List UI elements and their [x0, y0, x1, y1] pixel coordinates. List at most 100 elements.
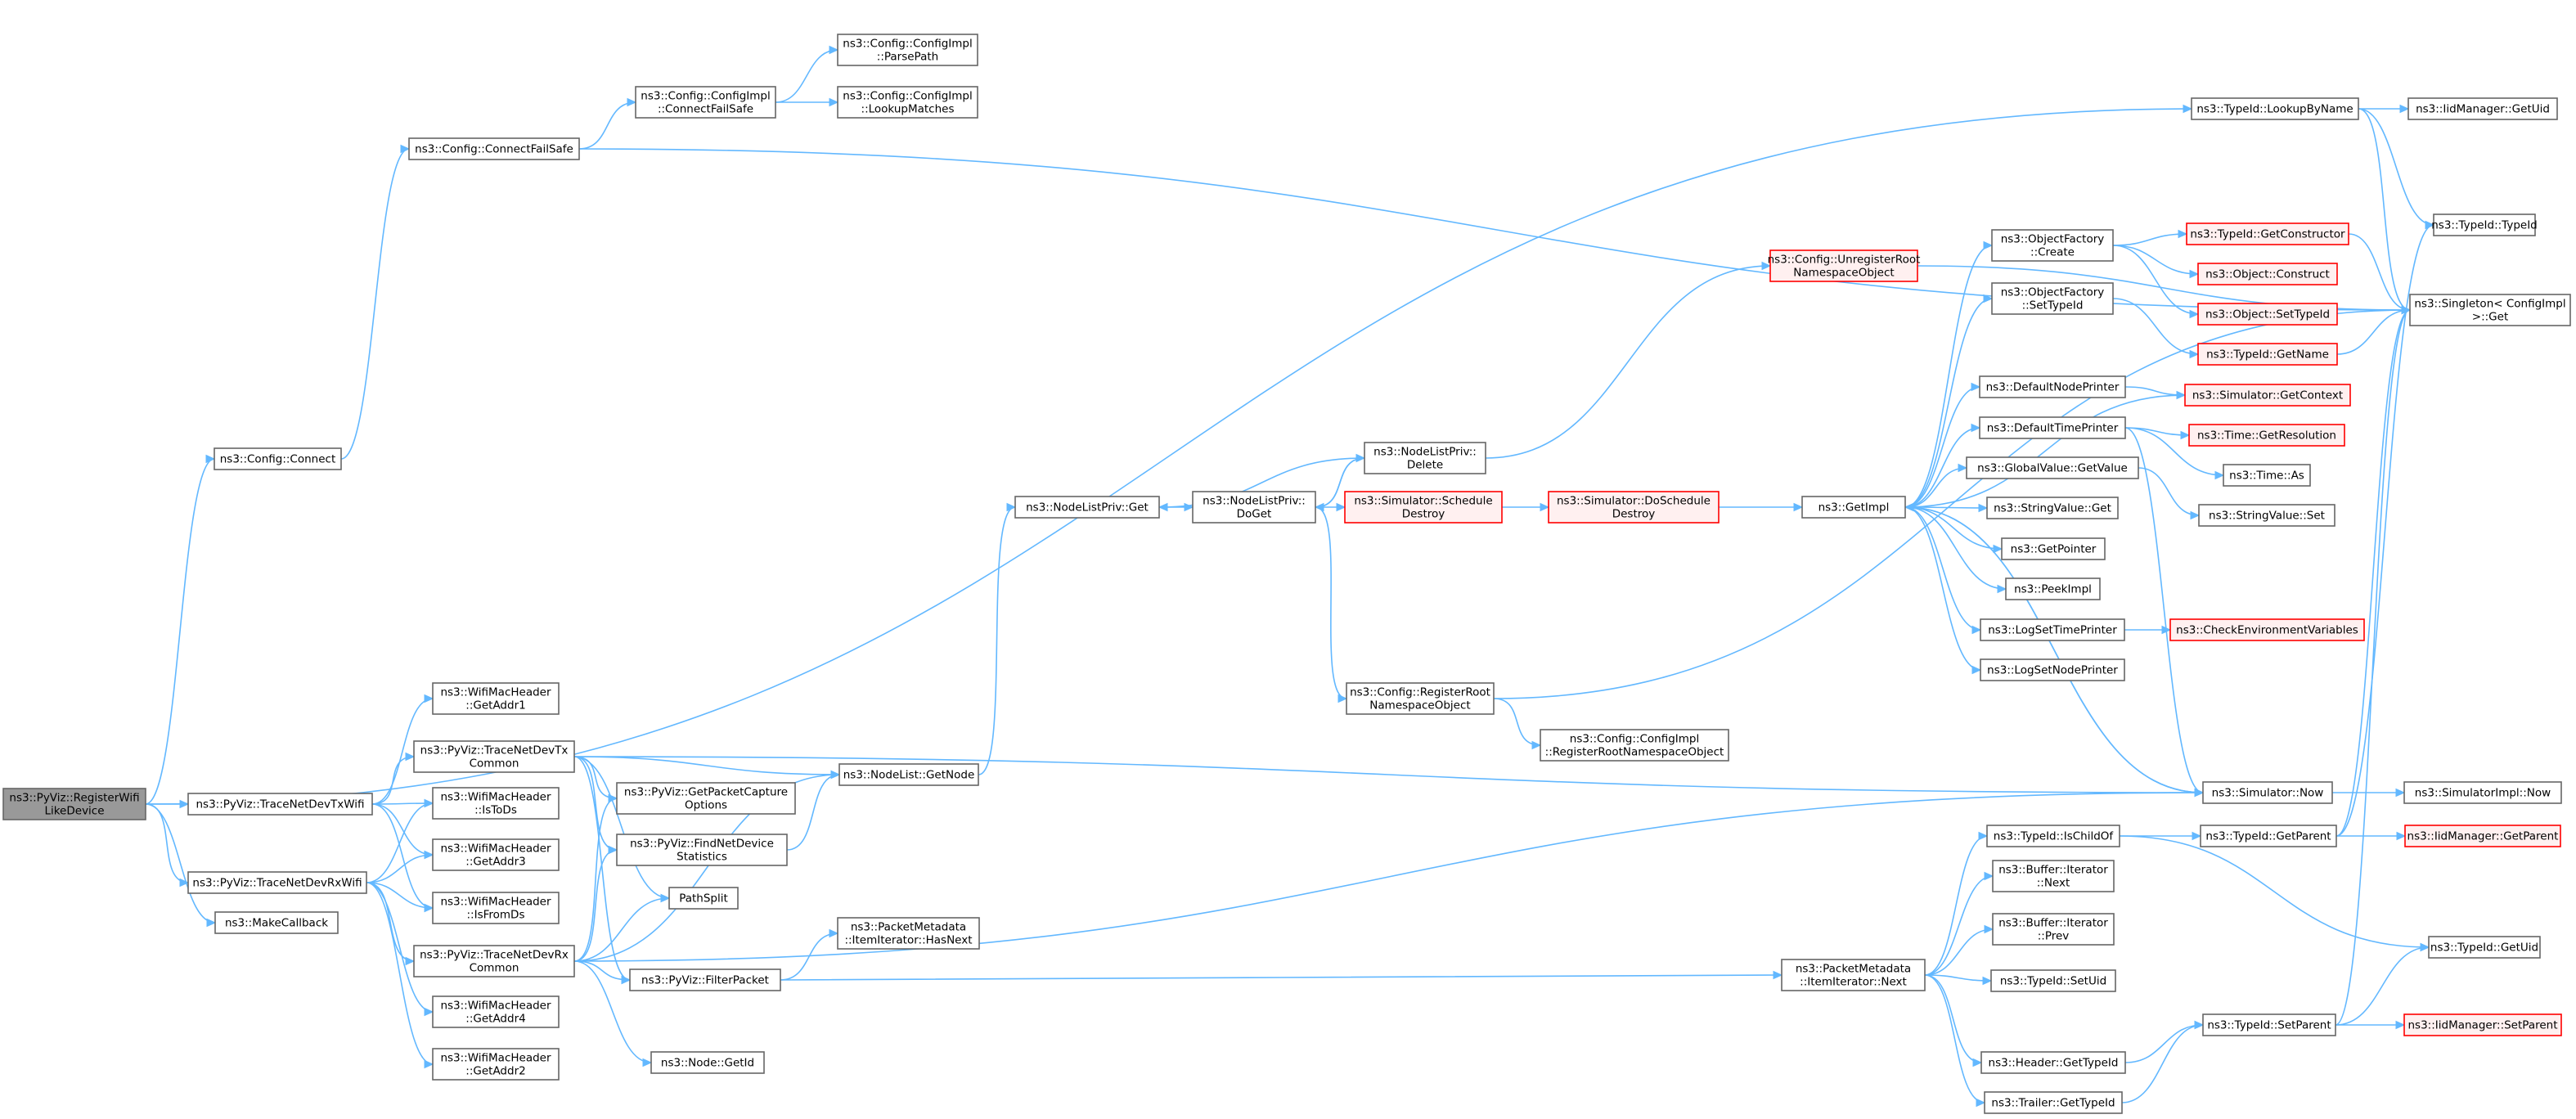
node-iidGetUid[interactable]: ns3::IidManager::GetUid	[2407, 97, 2558, 120]
node-iidSetParent[interactable]: ns3::IidManager::SetParent	[2403, 1013, 2562, 1036]
node-bufIterNext[interactable]: ns3::Buffer::Iterator::Next	[1992, 860, 2115, 892]
node-cfgUnregisterRoot[interactable]: ns3::Config::UnregisterRootNamespaceObje…	[1768, 249, 1921, 282]
node-typeIdGetUid[interactable]: ns3::TypeId::GetUid	[2428, 936, 2541, 959]
edge-traceTxWifi-to-wmhGetAddr3	[371, 803, 434, 860]
node-timeGetResolution[interactable]: ns3::Time::GetResolution	[2188, 424, 2345, 447]
node-timeAs[interactable]: ns3::Time::As	[2223, 464, 2311, 487]
node-label: ns3::TypeId::GetName	[2206, 348, 2329, 362]
node-wmhIsToDs[interactable]: ns3::WifiMacHeader::IsToDs	[432, 787, 560, 820]
edge-simDoScheduleDestroy-to-getImpl	[1719, 502, 1804, 512]
node-nodeListPrivGet[interactable]: ns3::NodeListPriv::Get	[1014, 496, 1160, 519]
edge-arrowhead	[2395, 1020, 2406, 1030]
node-cfgConnectFailSafe[interactable]: ns3::Config::ConnectFailSafe	[408, 137, 580, 160]
edge-line	[1485, 265, 1771, 459]
node-objFactorySetTypeId[interactable]: ns3::ObjectFactory::SetTypeId	[1991, 282, 2114, 315]
node-wmhGetAddr4[interactable]: ns3::WifiMacHeader::GetAddr4	[432, 995, 560, 1028]
node-cfgConnect[interactable]: ns3::Config::Connect	[214, 447, 342, 470]
node-cfgImplConnectFailSafe[interactable]: ns3::Config::ConfigImpl::ConnectFailSafe	[635, 86, 776, 119]
node-cfgImplLookupMatches[interactable]: ns3::Config::ConfigImpl::LookupMatches	[837, 86, 978, 119]
node-label: ns3::Config::RegisterRoot	[1350, 686, 1490, 699]
node-checkEnvVars[interactable]: ns3::CheckEnvironmentVariables	[2169, 618, 2365, 641]
node-wmhGetAddr1[interactable]: ns3::WifiMacHeader::GetAddr1	[432, 682, 560, 715]
node-pmItemHasNext[interactable]: ns3::PacketMetadata::ItemIterator::HasNe…	[837, 917, 980, 950]
node-trailerGetTypeId[interactable]: ns3::Trailer::GetTypeId	[1984, 1091, 2123, 1114]
node-objectConstruct[interactable]: ns3::Object::Construct	[2197, 263, 2338, 285]
node-box	[2, 788, 146, 820]
node-logSetTimePrinter[interactable]: ns3::LogSetTimePrinter	[1980, 618, 2125, 641]
node-typeIdTypeId[interactable]: ns3::TypeId::TypeId	[2431, 213, 2538, 236]
node-objFactoryCreate[interactable]: ns3::ObjectFactory::Create	[1991, 229, 2114, 262]
node-cfgImplParsePath[interactable]: ns3::Config::ConfigImpl::ParsePath	[837, 34, 978, 66]
node-label: ns3::Trailer::GetTypeId	[1991, 1097, 2115, 1110]
node-label: ns3::TypeId::GetConstructor	[2190, 228, 2345, 241]
edge-traceRxWifi-to-wmhIsToDs	[366, 798, 434, 883]
node-traceTxWifi[interactable]: ns3::PyViz::TraceNetDevTxWifi	[187, 793, 373, 816]
edge-line	[1924, 875, 1994, 976]
edge-arrowhead	[424, 798, 434, 808]
node-wmhGetAddr2[interactable]: ns3::WifiMacHeader::GetAddr2	[432, 1048, 560, 1081]
node-typeIdGetParent[interactable]: ns3::TypeId::GetParent	[2200, 825, 2337, 847]
edge-line	[780, 974, 1783, 981]
edge-traceDevTx-to-findNetDeviceStatistics	[573, 756, 618, 855]
node-pmItemNext[interactable]: ns3::PacketMetadata::ItemIterator::Next	[1781, 959, 1926, 991]
node-iidGetParent[interactable]: ns3::IidManager::GetParent	[2404, 825, 2561, 847]
node-traceRxWifi[interactable]: ns3::PyViz::TraceNetDevRxWifi	[187, 871, 367, 894]
node-wmhGetAddr3[interactable]: ns3::WifiMacHeader::GetAddr3	[432, 838, 560, 871]
edge-line	[371, 756, 415, 805]
node-bufIterPrev[interactable]: ns3::Buffer::Iterator::Prev	[1992, 913, 2115, 946]
edge-objFactoryCreate-to-objectConstruct	[2112, 245, 2200, 279]
node-defaultNodePrinter[interactable]: ns3::DefaultNodePrinter	[1979, 375, 2126, 398]
edge-arrowhead	[1314, 502, 1324, 512]
node-peekImpl[interactable]: ns3::PeekImpl	[2005, 577, 2101, 600]
node-typeIdGetConstructor[interactable]: ns3::TypeId::GetConstructor	[2186, 222, 2349, 245]
node-headerGetTypeId[interactable]: ns3::Header::GetTypeId	[1980, 1051, 2126, 1074]
node-box	[668, 887, 739, 910]
node-globalValueGetValue[interactable]: ns3::GlobalValue::GetValue	[1966, 456, 2139, 479]
node-simGetContext[interactable]: ns3::Simulator::GetContext	[2184, 384, 2351, 407]
node-typeIdSetParent[interactable]: ns3::TypeId::SetParent	[2202, 1013, 2336, 1036]
node-box	[1991, 282, 2114, 315]
node-nodeGetId[interactable]: ns3::Node::GetId	[650, 1051, 765, 1074]
node-nodeListPrivDoGet[interactable]: ns3::NodeListPriv::DoGet	[1192, 491, 1316, 524]
node-simImplNow[interactable]: ns3::SimulatorImpl::Now	[2403, 781, 2562, 804]
node-typeIdGetName[interactable]: ns3::TypeId::GetName	[2197, 343, 2338, 366]
node-getImpl[interactable]: ns3::GetImpl	[1801, 496, 1906, 519]
node-stringValueGet[interactable]: ns3::StringValue::Get	[1986, 497, 2119, 519]
node-typeIdLookupByName[interactable]: ns3::TypeId::LookupByName	[2191, 97, 2359, 120]
node-nodeListPrivDelete[interactable]: ns3::NodeListPriv::Delete	[1364, 442, 1486, 474]
node-label: ns3::WifiMacHeader	[440, 686, 551, 699]
node-nodeListGetNode[interactable]: ns3::NodeList::GetNode	[838, 763, 979, 786]
node-box	[838, 763, 979, 786]
node-typeIdIsChildOf[interactable]: ns3::TypeId::IsChildOf	[1986, 825, 2120, 847]
node-defaultTimePrinter[interactable]: ns3::DefaultTimePrinter	[1979, 416, 2126, 439]
edge-defaultTimePrinter-to-simNow	[2124, 427, 2205, 798]
node-pathSplit[interactable]: PathSplit	[668, 887, 739, 910]
edge-line	[1493, 698, 1541, 746]
node-box	[187, 793, 373, 816]
node-typeIdSetUid[interactable]: ns3::TypeId::SetUid	[1990, 969, 2116, 992]
node-simNow[interactable]: ns3::Simulator::Now	[2202, 781, 2333, 804]
node-logSetNodePrinter[interactable]: ns3::LogSetNodePrinter	[1980, 658, 2125, 681]
node-cfgImplRegisterRoot[interactable]: ns3::Config::ConfigImpl::RegisterRootNam…	[1540, 729, 1729, 762]
node-wmhIsFromDs[interactable]: ns3::WifiMacHeader::IsFromDs	[432, 892, 560, 924]
node-makeCallback[interactable]: ns3::MakeCallback	[214, 911, 339, 934]
node-objectSetTypeId[interactable]: ns3::Object::SetTypeId	[2197, 303, 2338, 326]
node-filterPacket[interactable]: ns3::PyViz::FilterPacket	[629, 968, 781, 991]
edge-line	[1924, 974, 1982, 1063]
edge-arrowhead	[1971, 382, 1981, 392]
node-stringValueSet[interactable]: ns3::StringValue::Set	[2198, 504, 2335, 527]
edge-arrowhead	[2399, 104, 2410, 114]
node-singletonGet[interactable]: ns3::Singleton< ConfigImpl >::Get	[2409, 294, 2571, 326]
node-getPointer[interactable]: ns3::GetPointer	[2001, 537, 2106, 560]
node-cfgRegisterRoot[interactable]: ns3::Config::RegisterRootNamespaceObject	[1346, 682, 1495, 715]
node-label: ns3::GetPointer	[2011, 543, 2097, 556]
node-label: ns3::Object::Construct	[2205, 268, 2330, 281]
edge-line	[145, 458, 215, 805]
